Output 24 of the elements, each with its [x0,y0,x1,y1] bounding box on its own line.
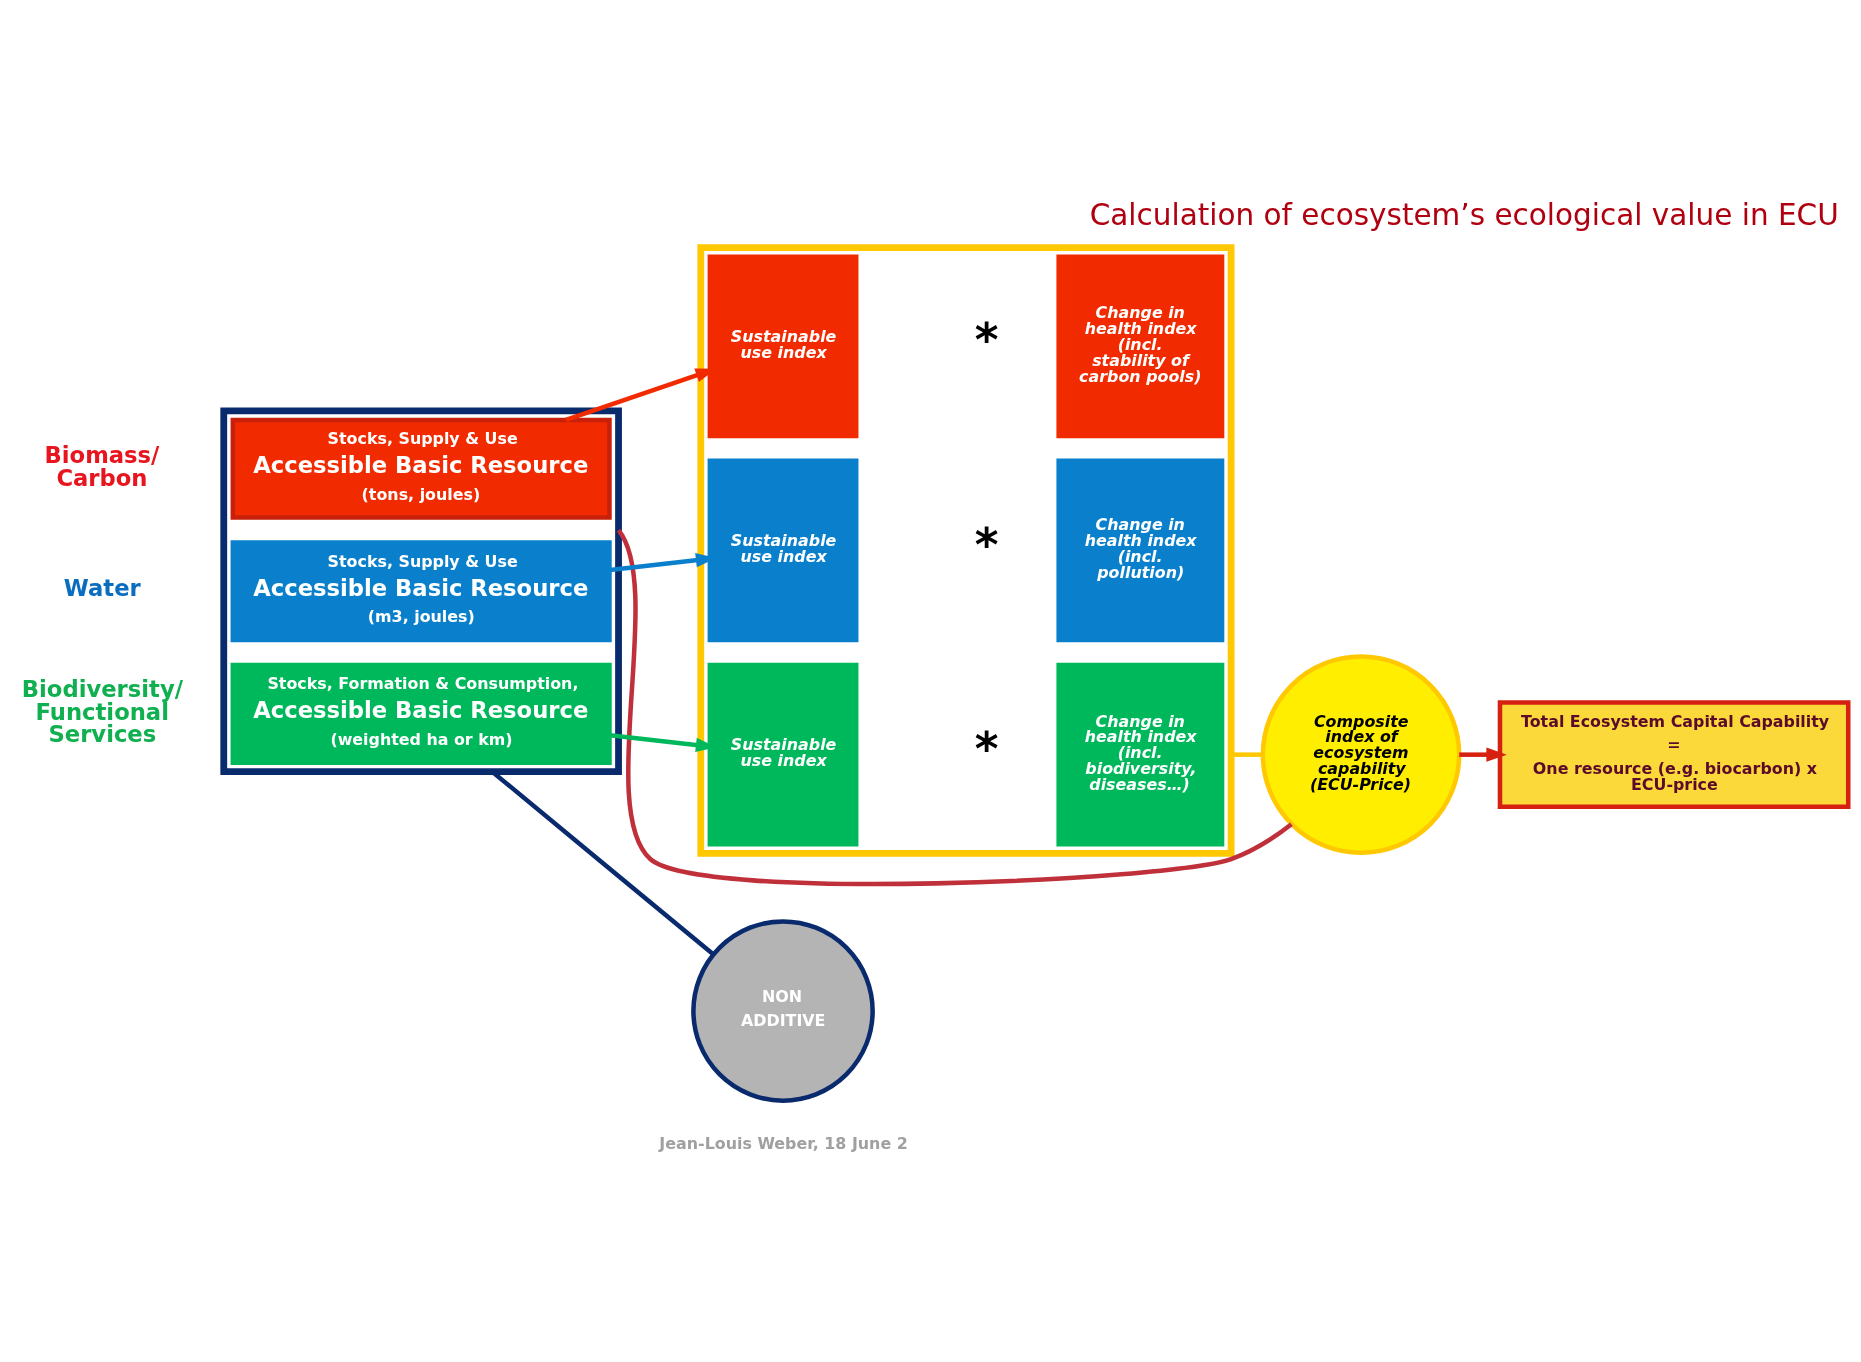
node-circle: NON ADDITIVE [691,918,875,1103]
connector [616,528,1293,886]
node-box: Sustainable use index [707,458,859,642]
label: Biomass/ Carbon [44,441,160,491]
connector [1231,751,1263,757]
node-circle: Composite index of ecosystem capability (ECU-Price) [1260,653,1462,855]
diagram-title: Calculation of ecosystem’s ecological value in ECU [1089,197,1839,232]
label: * [974,518,999,572]
node-box: Stocks, Supply & Use Accessible Basic Resource (tons, joules) [230,417,612,520]
node-box: Sustainable use index [707,662,859,847]
node-box: Change in health index (incl. pollution) [1056,458,1225,642]
arrow [1459,747,1507,762]
node-box: Stocks, Supply & Use Accessible Basic Resource (m3, joules) [230,539,612,642]
label: Water [63,574,141,601]
label: * [974,722,999,776]
cluster [220,407,622,775]
label: * [974,313,999,367]
node-box: Change in health index (incl. stability of carbon pools) [1056,253,1225,438]
node-box: Sustainable use index [707,253,859,438]
label: Jean-Louis Weber, 18 June 2 [659,1133,908,1153]
node-box: Change in health index (incl. biodiversity, diseases…) [1056,662,1225,847]
node-box: Stocks, Formation & Consumption, Accessible Basic Resource (weighted ha or km) [230,662,612,765]
label: Biodiversity/ Functional Services [21,675,183,747]
node-box: Total Ecosystem Capital Capability = One resource (e.g. biocarbon) x ECU-price [1497,699,1851,809]
